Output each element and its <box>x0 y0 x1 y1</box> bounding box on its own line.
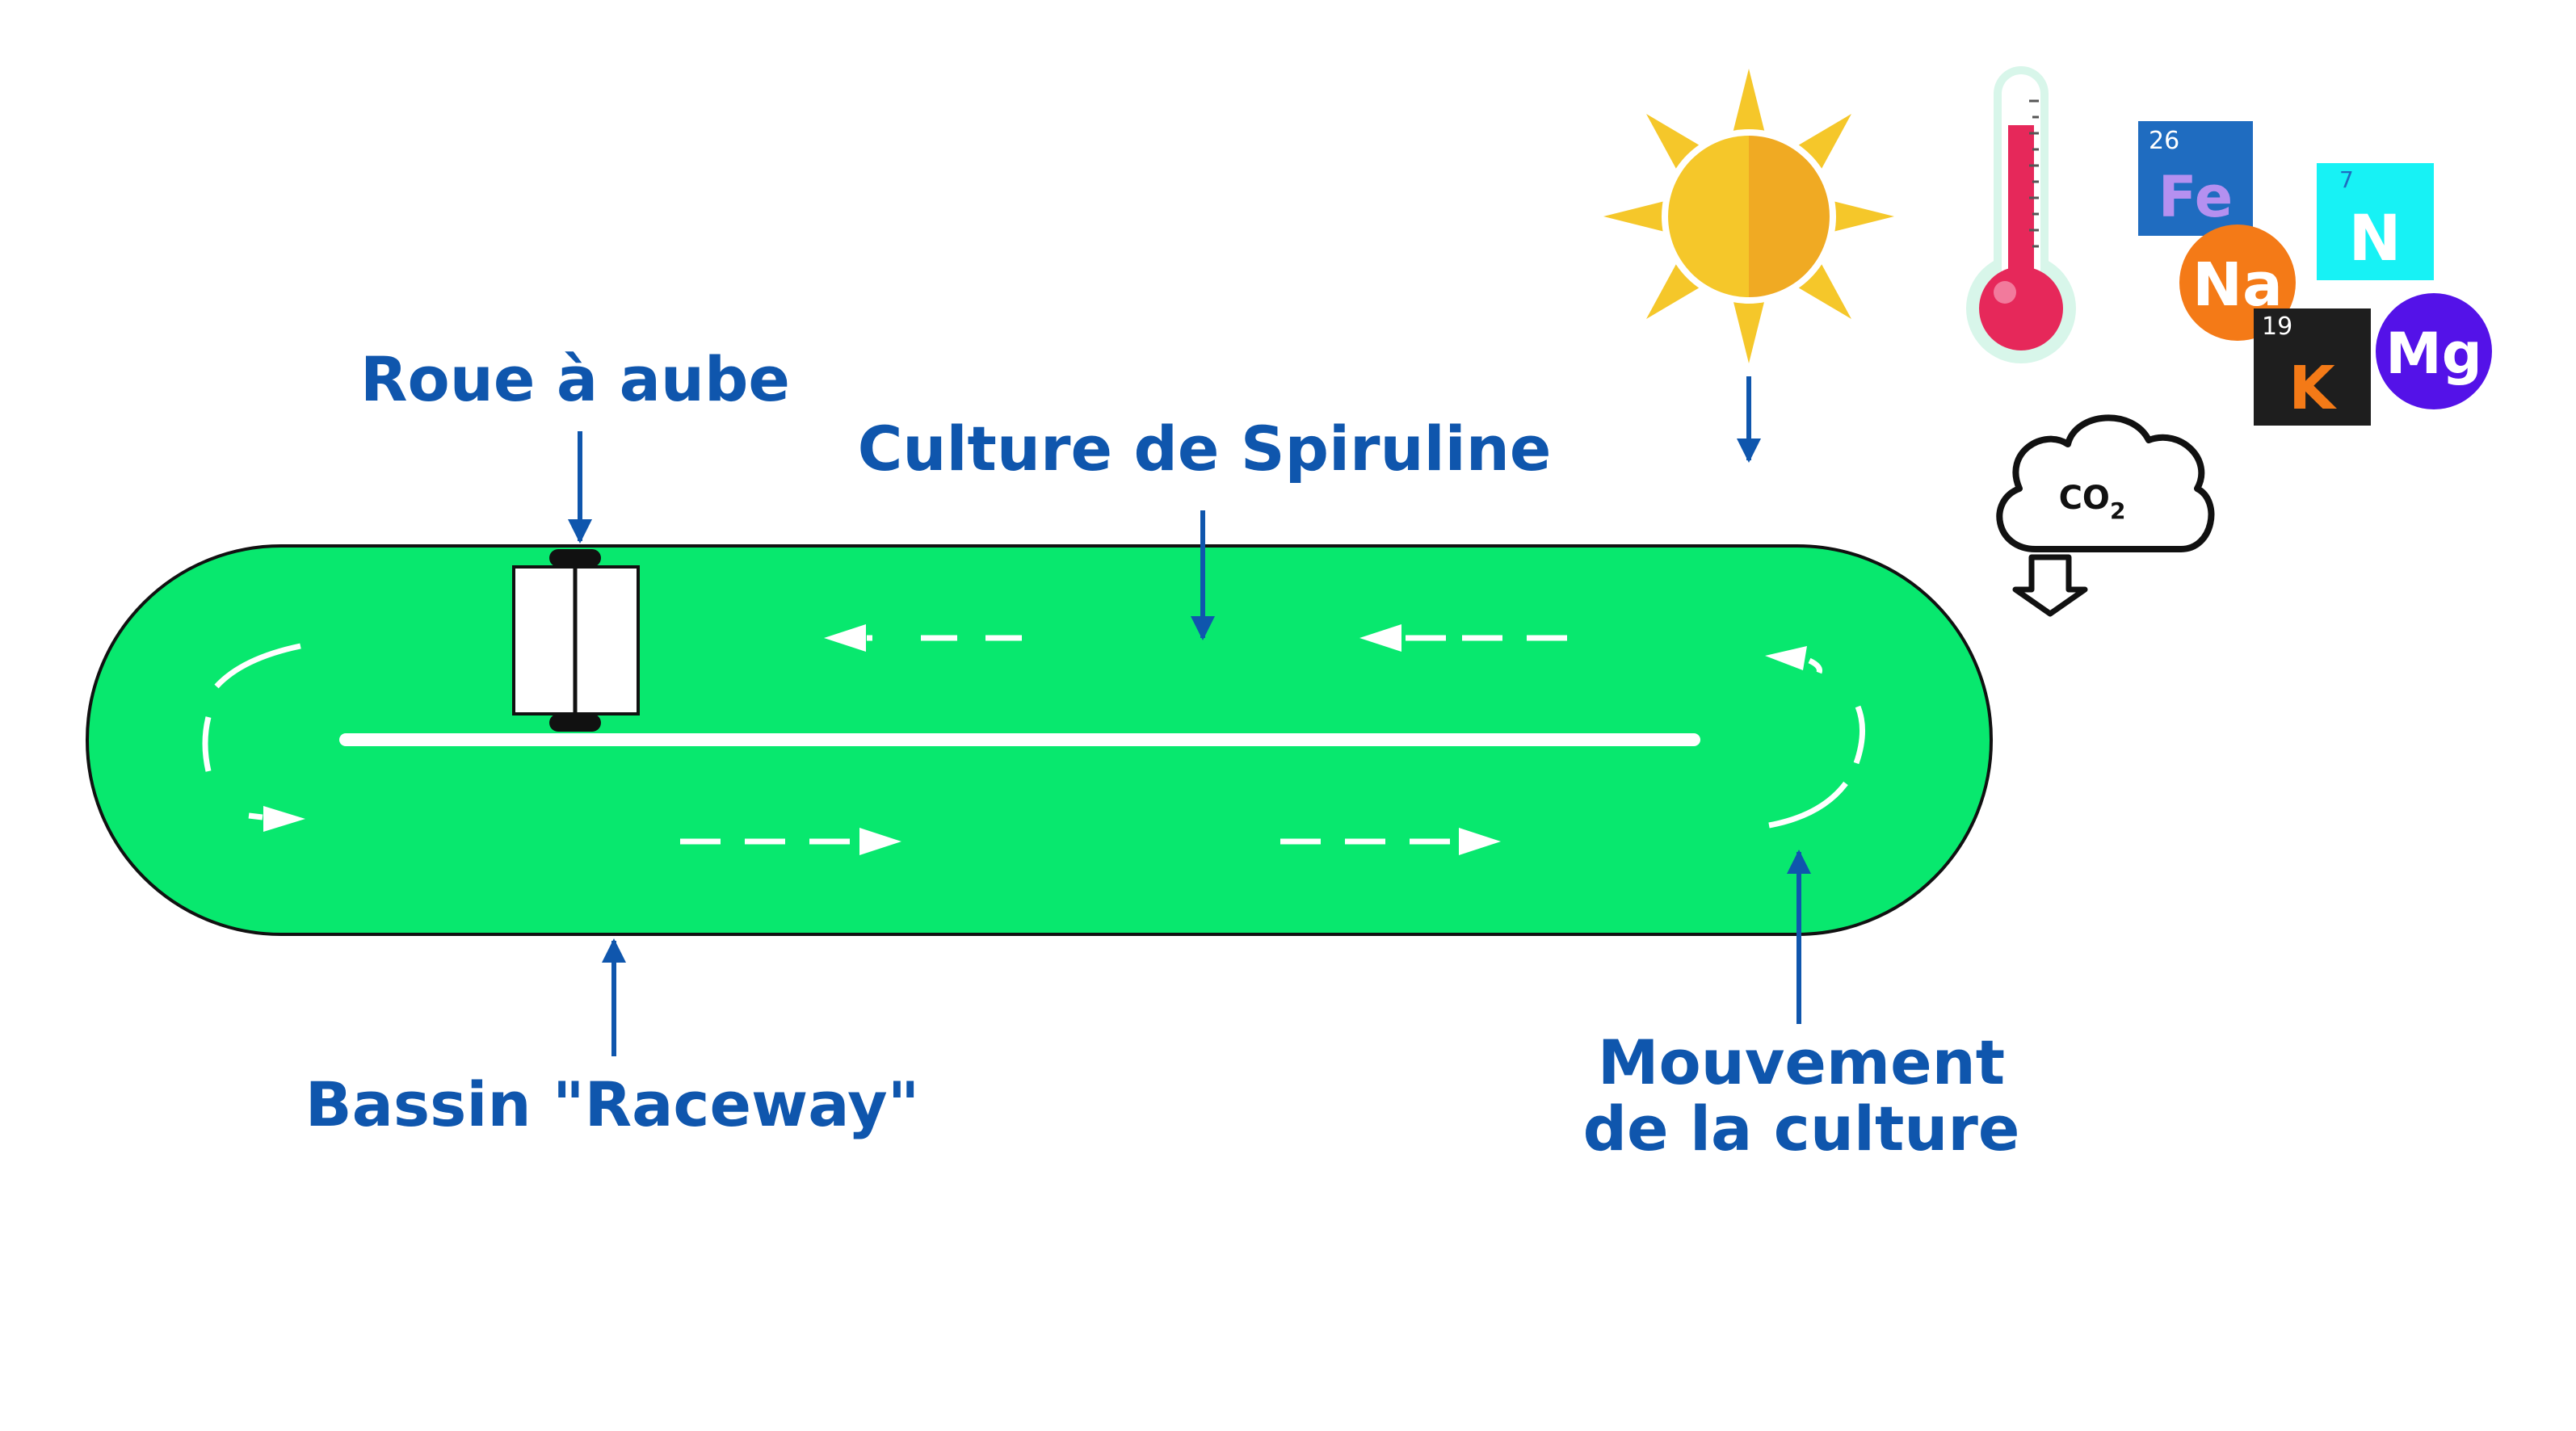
svg-text:26: 26 <box>2149 127 2179 155</box>
element-na-symbol: Na <box>2192 250 2283 320</box>
flow-arrows <box>202 624 1866 855</box>
flow-curve-right <box>1765 646 1866 829</box>
sun-icon <box>1603 69 1894 363</box>
flow-arrow-bottom-right <box>1280 828 1501 855</box>
element-fe-symbol: Fe <box>2158 164 2233 230</box>
element-mg-symbol: Mg <box>2385 321 2482 387</box>
label-culture: Culture de Spiruline <box>858 413 1552 485</box>
pointer-arrows <box>568 376 1811 1056</box>
element-n-symbol: N <box>2348 203 2401 275</box>
element-n-tile: 7 N <box>2317 163 2434 280</box>
co2-cloud-icon: CO2 <box>1996 414 2215 617</box>
svg-text:19: 19 <box>2262 313 2292 341</box>
element-fe-tile: 26 Fe <box>2138 121 2253 236</box>
flow-arrow-top-right <box>1359 624 1583 652</box>
flow-arrow-bottom-left <box>680 828 901 855</box>
paddle-wheel <box>512 549 640 732</box>
label-raceway: Bassin "Raceway" <box>305 1068 920 1140</box>
co2-label: CO2 <box>2059 480 2126 524</box>
element-k-symbol: K <box>2288 354 2337 423</box>
element-k-tile: 19 K <box>2254 308 2371 426</box>
element-mg-circle: Mg <box>2376 293 2492 409</box>
flow-arrow-top-left <box>824 624 1046 652</box>
label-paddle-wheel: Roue à aube <box>360 343 790 415</box>
svg-text:7: 7 <box>2339 166 2354 193</box>
label-movement-line2: de la culture <box>1583 1093 2020 1165</box>
flow-curve-left <box>202 643 305 832</box>
thermometer-icon <box>1966 66 2076 363</box>
label-movement-line1: Mouvement <box>1598 1026 2005 1098</box>
